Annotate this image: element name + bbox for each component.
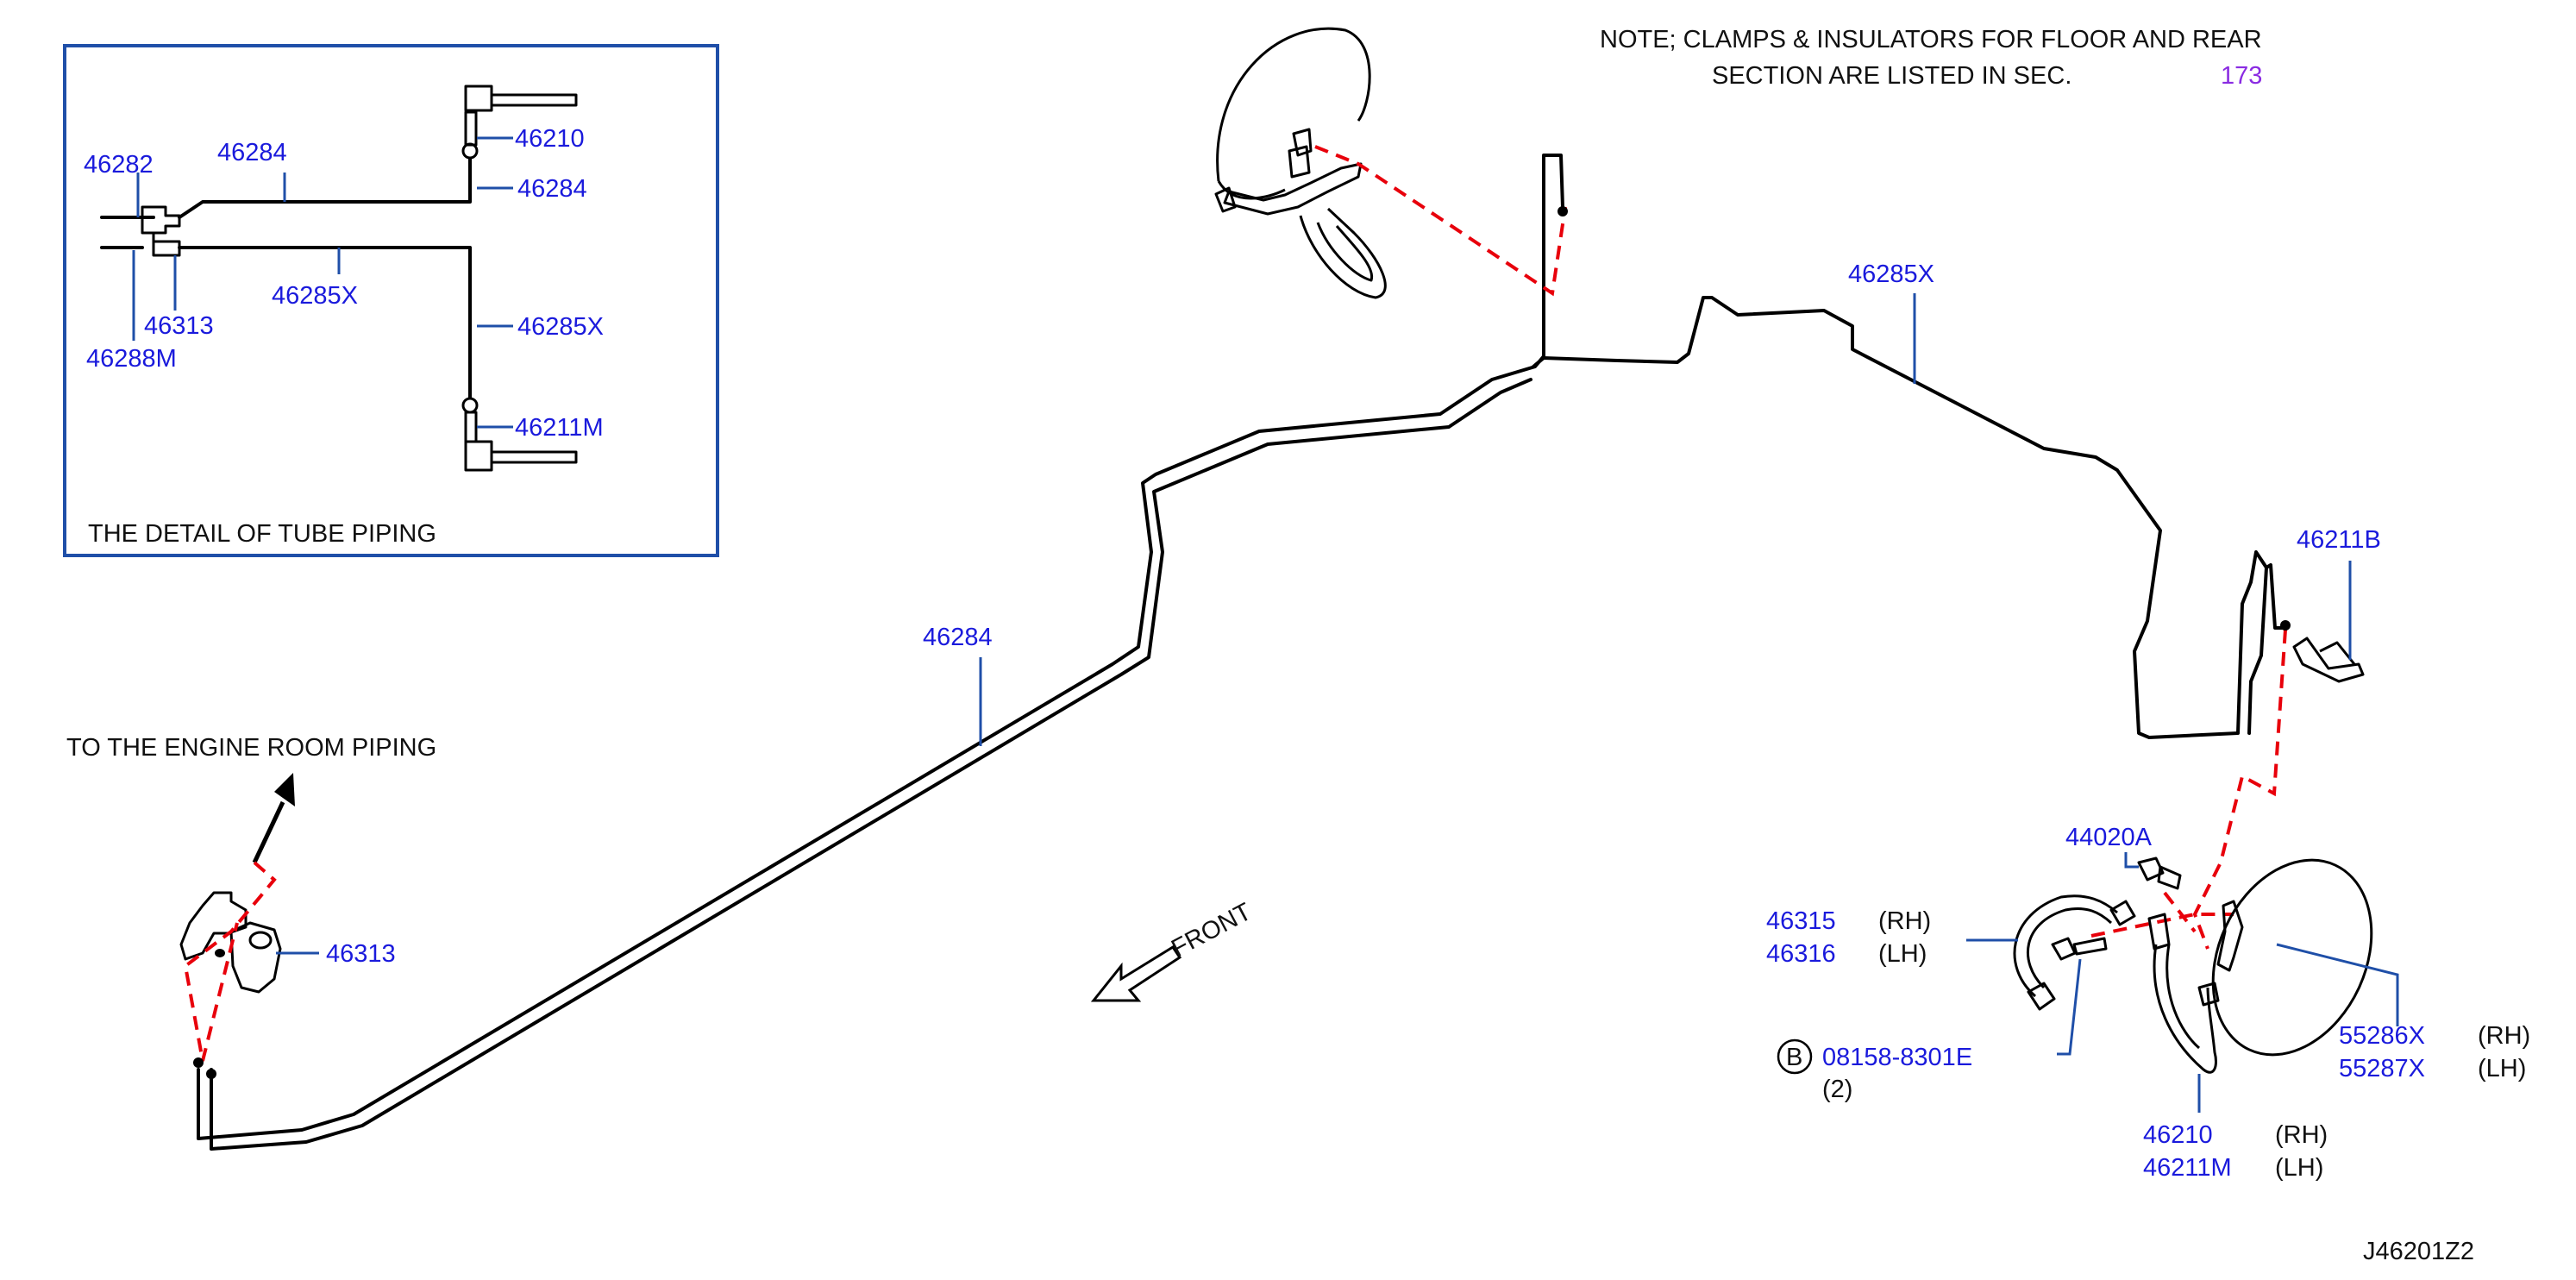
detail-label-46282: 46282 xyxy=(84,151,154,179)
part-label-46284[interactable]: 46284 xyxy=(923,624,993,651)
part-label-55287x[interactable]: 55287X xyxy=(2339,1055,2425,1082)
detail-label-46313: 46313 xyxy=(144,312,214,340)
lh-label-1: (LH) xyxy=(1878,940,1927,968)
lh-label-2: (LH) xyxy=(2478,1055,2526,1082)
quantity-label: (2) xyxy=(1822,1076,1852,1103)
detail-label-46285x-mid: 46285X xyxy=(272,282,358,310)
engine-room-text: TO THE ENGINE ROOM PIPING xyxy=(66,734,436,762)
part-label-46315[interactable]: 46315 xyxy=(1766,907,1836,935)
bolt-44020a xyxy=(2137,856,2182,890)
detail-label-46210: 46210 xyxy=(515,125,585,153)
brake-hose-46210 xyxy=(2147,913,2220,1074)
part-label-55286x[interactable]: 55286X xyxy=(2339,1022,2425,1050)
detail-label-46211m: 46211M xyxy=(515,414,604,442)
diagram-id: J46201Z2 xyxy=(2363,1238,2474,1265)
detail-label-46284-top: 46284 xyxy=(217,139,287,166)
part-label-46313[interactable]: 46313 xyxy=(326,940,396,968)
note-section-link[interactable]: 173 xyxy=(2221,62,2262,90)
bolt-08158-8301e xyxy=(2051,937,2108,961)
part-label-46316[interactable]: 46316 xyxy=(1766,940,1836,968)
front-label: FRONT xyxy=(1167,898,1256,963)
brake-hose-46315 xyxy=(2013,894,2136,1011)
note-line-1: NOTE; CLAMPS & INSULATORS FOR FLOOR AND … xyxy=(1600,26,2262,53)
brake-tube-46285x xyxy=(1532,296,2287,739)
part-label-46211b[interactable]: 46211B xyxy=(2297,526,2381,554)
front-arrow-icon xyxy=(1090,944,1182,1002)
rh-label-1: (RH) xyxy=(1878,907,1931,935)
part-label-44020a[interactable]: 44020A xyxy=(2065,824,2153,851)
brake-tube-46284 xyxy=(193,154,1564,1151)
svg-text:B: B xyxy=(1786,1044,1802,1071)
detail-inset: 46282 46284 46210 46284 46313 46285X 462… xyxy=(63,44,719,557)
rear-brake-disc xyxy=(2211,858,2373,1057)
detail-frame xyxy=(63,44,719,557)
rh-label-3: (RH) xyxy=(2275,1121,2328,1149)
part-label-46210[interactable]: 46210 xyxy=(2143,1121,2213,1149)
note-line-2: SECTION ARE LISTED IN SEC. xyxy=(1712,62,2071,90)
arrow-up-icon xyxy=(252,773,295,864)
lh-label-3: (LH) xyxy=(2275,1154,2323,1182)
rh-label-2: (RH) xyxy=(2478,1022,2530,1050)
detail-caption: THE DETAIL OF TUBE PIPING xyxy=(88,520,436,548)
detail-label-46285x-right: 46285X xyxy=(517,313,604,341)
front-brake-assembly xyxy=(1214,27,1387,299)
detail-label-46288m: 46288M xyxy=(86,345,177,373)
detail-label-46284-right: 46284 xyxy=(517,175,587,203)
part-label-08158-8301e[interactable]: 08158-8301E xyxy=(1822,1044,1972,1071)
part-label-46211m[interactable]: 46211M xyxy=(2143,1154,2232,1182)
bolt-b-circle-icon: B xyxy=(1777,1038,1813,1075)
clip-46211b xyxy=(2292,637,2365,683)
part-label-46285x[interactable]: 46285X xyxy=(1848,260,1934,288)
